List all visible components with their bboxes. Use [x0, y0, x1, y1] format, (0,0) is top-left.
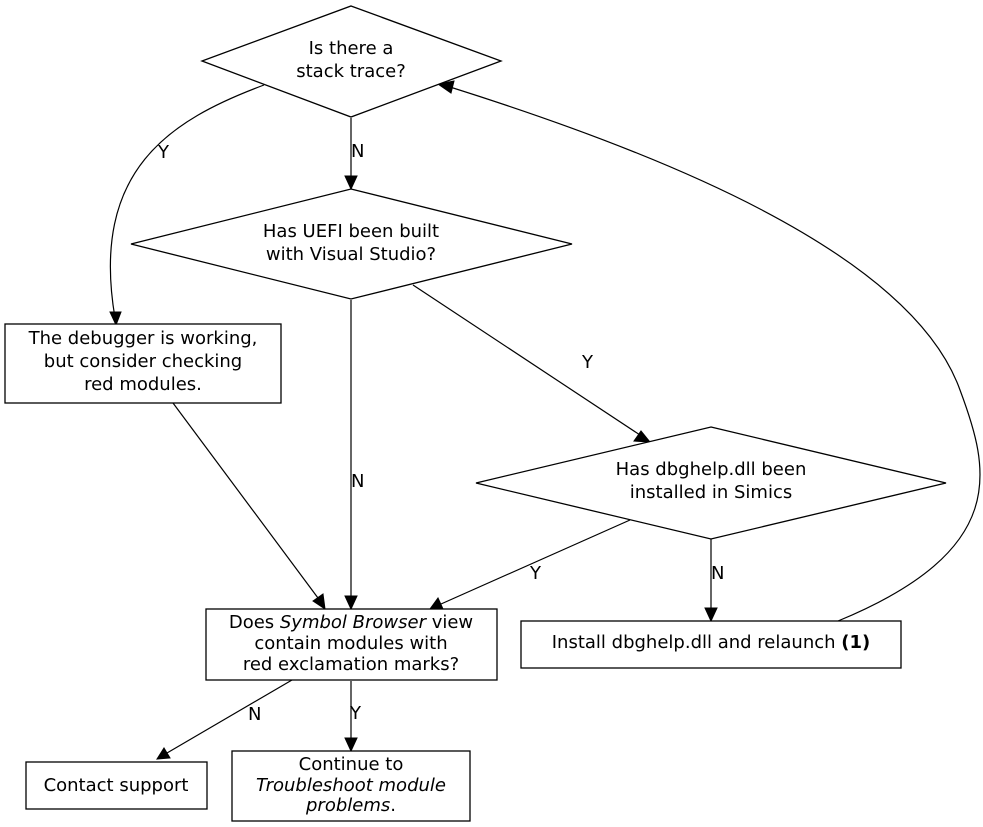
node-text: red modules. — [84, 374, 202, 395]
node-text: installed in Simics — [630, 482, 792, 503]
edge-stack-to-uefi: N — [344, 118, 364, 191]
node-text: contain modules with — [254, 633, 447, 654]
edge-label-n: N — [248, 704, 261, 725]
node-text: with Visual Studio? — [266, 244, 436, 265]
node-text: but consider checking — [44, 351, 242, 372]
edge-debugger-to-symbol — [172, 402, 326, 611]
node-text: Is there a — [309, 38, 394, 59]
node-text: Contact support — [44, 775, 189, 796]
decision-dbghelp-installed: Has dbghelp.dll been installed in Simics — [475, 426, 947, 540]
edge-uefi-to-symbol: N — [344, 300, 364, 611]
decision-uefi-visual-studio: Has UEFI been built with Visual Studio? — [130, 188, 573, 300]
node-text: Has UEFI been built — [263, 221, 439, 242]
edge-uefi-to-dbghelp: Y — [412, 284, 652, 443]
edge-install-to-stack — [436, 80, 981, 622]
edge-label-n: N — [711, 563, 724, 584]
node-text: Troubleshoot module — [256, 775, 446, 796]
node-text: Does Symbol Browser view — [229, 612, 473, 633]
node-text: Install dbghelp.dll and relaunch (1) — [552, 632, 871, 653]
box-symbol-browser: Does Symbol Browser view contain modules… — [205, 608, 498, 681]
node-text: Continue to — [299, 754, 404, 775]
edge-label-y: Y — [581, 352, 594, 373]
edge-label-n: N — [351, 471, 364, 492]
decision-stack-trace: Is there a stack trace? — [200, 5, 503, 118]
node-text: problems. — [305, 795, 396, 816]
node-text: Has dbghelp.dll been — [616, 459, 807, 480]
edge-label-n: N — [351, 141, 364, 162]
edge-stack-to-debugger: Y — [109, 84, 265, 327]
node-text: stack trace? — [296, 61, 406, 82]
node-text: red exclamation marks? — [243, 654, 459, 675]
box-continue-troubleshoot: Continue to Troubleshoot module problems… — [231, 750, 471, 822]
edge-symbol-to-contact: N — [156, 679, 293, 760]
box-install-dbghelp: Install dbghelp.dll and relaunch (1) — [520, 620, 902, 669]
box-contact-support: Contact support — [25, 761, 208, 810]
edge-label-y: Y — [349, 703, 362, 724]
edge-label-y: Y — [529, 563, 542, 584]
edge-symbol-to-continue: Y — [344, 681, 362, 753]
edge-dbghelp-to-install: N — [704, 539, 724, 623]
box-debugger-working: The debugger is working, but consider ch… — [4, 323, 282, 404]
node-text: The debugger is working, — [28, 328, 258, 349]
edge-dbghelp-to-symbol: Y — [429, 519, 631, 610]
edge-label-y: Y — [157, 142, 170, 163]
